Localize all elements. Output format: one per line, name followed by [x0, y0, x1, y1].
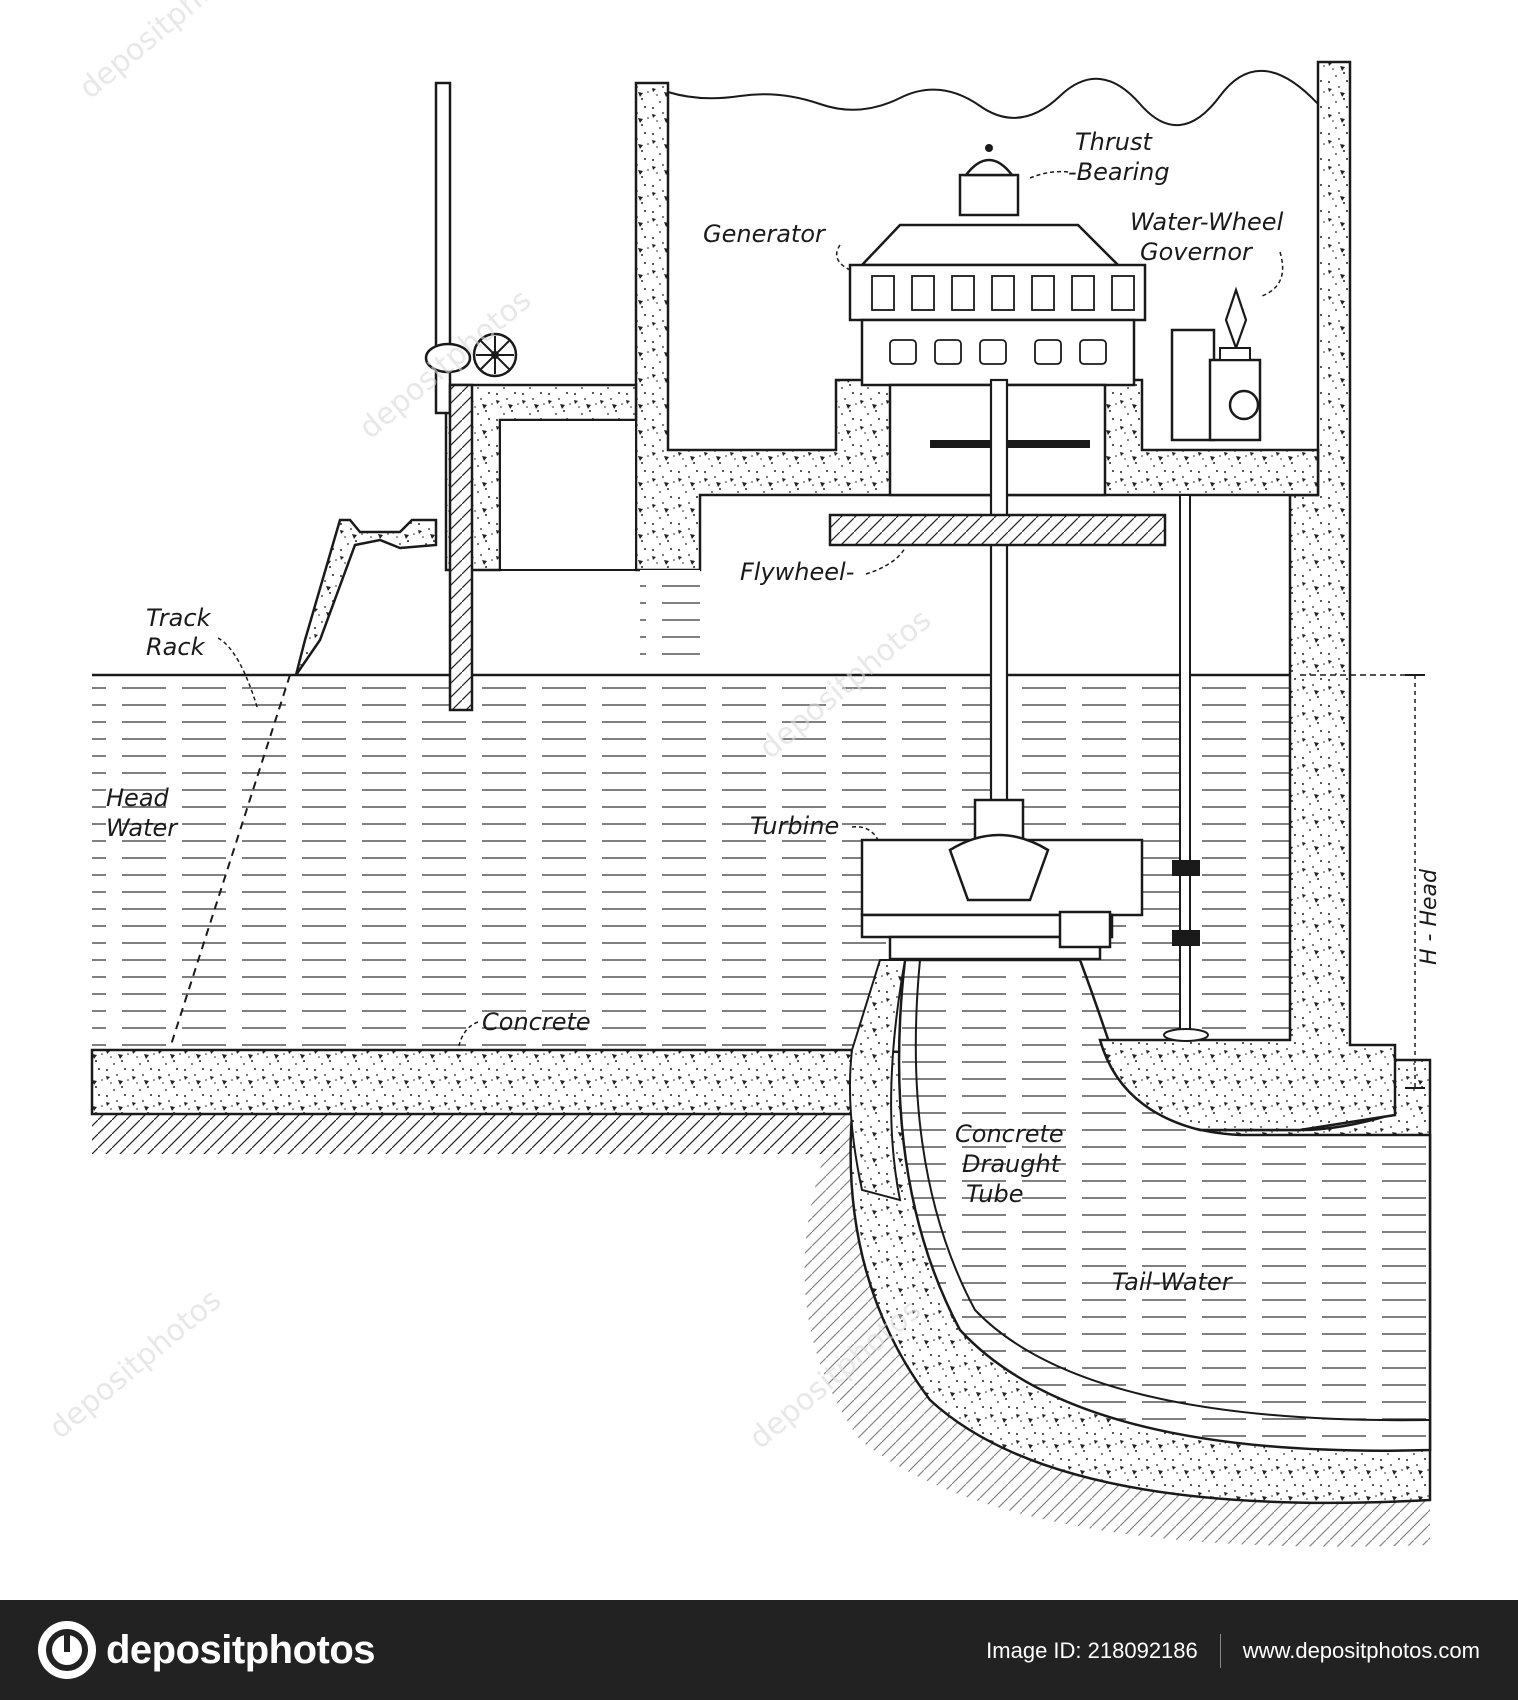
label-water-wheel: Water-Wheel — [1130, 208, 1284, 236]
draught-tube-inner-line — [914, 959, 1431, 1422]
forebay-water — [640, 570, 700, 670]
gate-opening — [499, 419, 637, 571]
label-dt-draught: Draught — [962, 1150, 1062, 1178]
hydro-plant-diagram: Thrust -Bearing Generator Water-Wheel Go… — [43, 0, 1442, 1547]
depositphotos-logo-icon — [38, 1621, 96, 1679]
label-governor-word: Governor — [1140, 238, 1254, 266]
leader-flywheel — [865, 547, 906, 575]
label-draught-tube: Concrete Draught Tube — [955, 1120, 1064, 1208]
website-link[interactable]: www.depositphotos.com — [1242, 1638, 1480, 1663]
water-wheel-governor — [1170, 286, 1262, 442]
rod-collar-2 — [1172, 930, 1200, 946]
label-dt-concrete: Concrete — [955, 1120, 1064, 1148]
label-turbine: Turbine — [750, 812, 839, 840]
label-flywheel: Flywheel- — [740, 558, 854, 586]
earth-under-tube — [804, 1114, 1430, 1547]
footer-meta: Image ID: 218092186 www.depositphotos.co… — [986, 1634, 1480, 1668]
footer-divider — [1219, 1634, 1221, 1668]
watermark-1: depositphotos — [73, 0, 259, 106]
label-thrust-bearing: Thrust -Bearing — [1068, 128, 1170, 186]
leader-generator — [835, 244, 851, 271]
head-dimension — [1300, 674, 1425, 1089]
turbine — [860, 798, 1144, 961]
label-generator: Generator — [703, 220, 827, 248]
right-wall — [1098, 60, 1397, 1132]
label-governor: Water-Wheel Governor — [1130, 208, 1284, 266]
label-dt-tube: Tube — [966, 1180, 1023, 1208]
label-rack: Rack — [146, 633, 206, 661]
brand-name: depositphotos — [106, 1627, 376, 1672]
main-shaft — [989, 378, 1009, 812]
label-h-head: H - Head — [1417, 868, 1442, 965]
label-track: Track — [146, 604, 212, 632]
label-water-word: Water — [106, 814, 179, 842]
label-concrete: Concrete — [482, 1008, 591, 1036]
governor-rod — [1179, 494, 1191, 1036]
gate-hoist-wheel — [424, 332, 518, 378]
leader-thrust-bearing — [1029, 170, 1069, 179]
stock-footer: depositphotos Image ID: 218092186 www.de… — [0, 1600, 1518, 1700]
leader-governor — [1261, 251, 1284, 297]
label-thrust: Thrust — [1075, 128, 1153, 156]
leader-turbine — [851, 826, 879, 841]
track-rack-arm — [294, 518, 438, 676]
flywheel — [828, 513, 1167, 547]
rod-base — [1163, 1028, 1209, 1042]
label-head-water: Head Water — [106, 784, 179, 842]
generator — [848, 144, 1147, 497]
earth-hatching — [92, 1114, 840, 1154]
label-bearing: -Bearing — [1068, 158, 1170, 186]
label-track-rack: Track Rack — [146, 604, 212, 661]
watermark-4: depositphotos — [43, 1283, 229, 1447]
concrete-floor — [90, 1048, 854, 1116]
rod-collar-1 — [1172, 860, 1200, 876]
leader-concrete — [457, 1021, 479, 1051]
image-id: Image ID: 218092186 — [986, 1638, 1198, 1663]
gate-slide — [448, 383, 474, 712]
gate-post — [434, 81, 452, 415]
track-rack-line — [169, 674, 291, 1049]
brand-link[interactable]: depositphotos — [38, 1620, 376, 1680]
label-head-word: Head — [106, 784, 170, 812]
label-tail-water: Tail-Water — [1112, 1268, 1234, 1296]
leader-track-rack — [217, 637, 259, 711]
tube-left-wall — [849, 959, 907, 1202]
ceiling-break — [667, 70, 1319, 127]
